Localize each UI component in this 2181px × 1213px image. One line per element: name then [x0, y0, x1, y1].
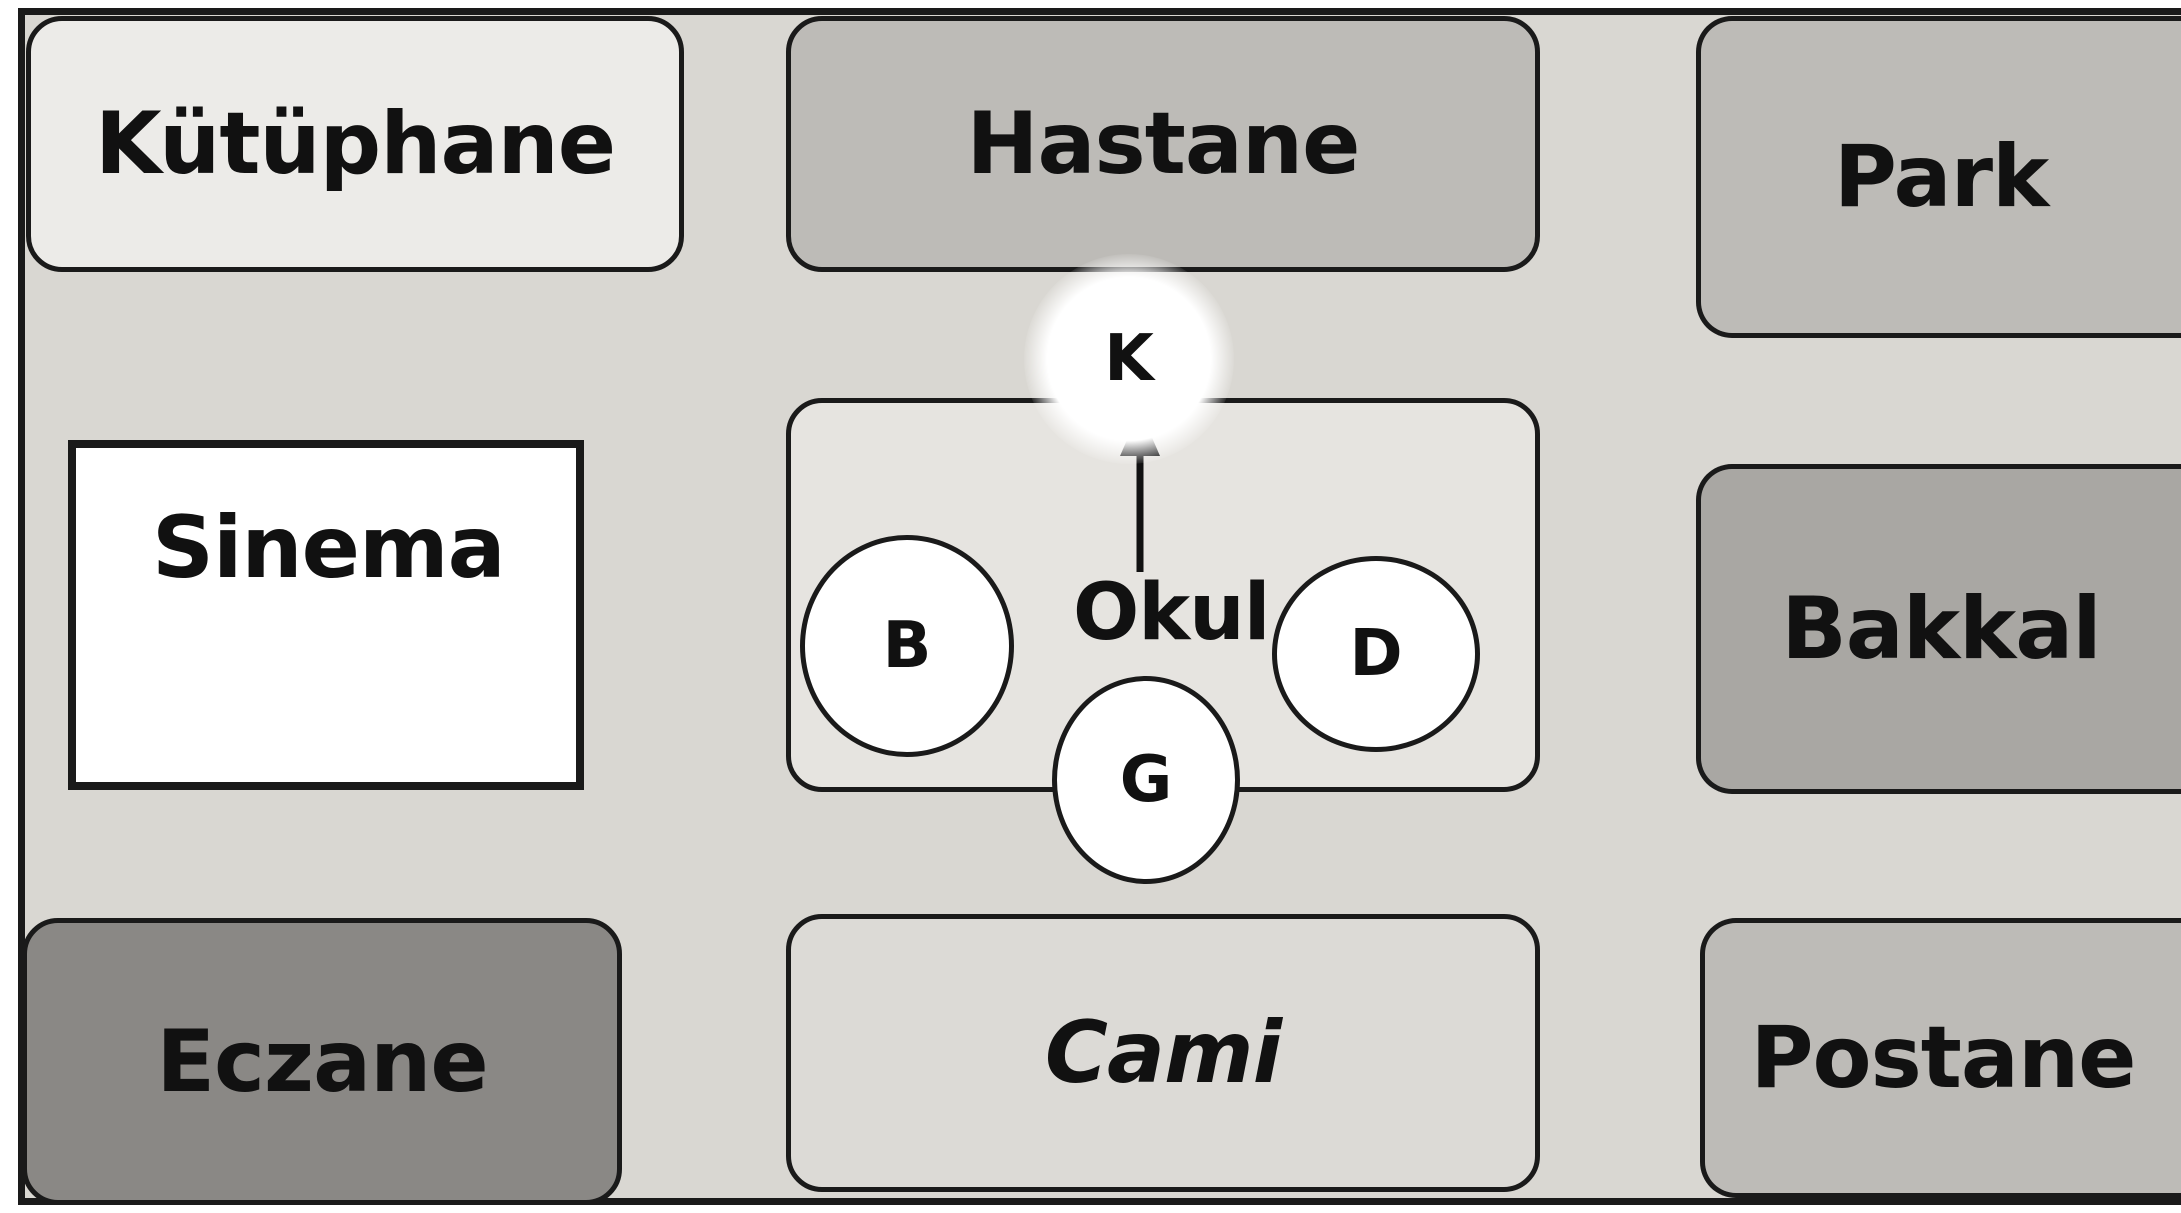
- postane-label: Postane: [1750, 1008, 2137, 1108]
- kutuphane-label: Kütüphane: [94, 94, 616, 194]
- bakkal-label: Bakkal: [1781, 579, 2101, 679]
- sinema-block: Sinema: [68, 440, 584, 790]
- park-block: Park: [1696, 16, 2181, 338]
- point-b-label: B: [882, 609, 932, 683]
- point-g-label: G: [1119, 743, 1173, 817]
- point-d-label: D: [1349, 617, 1403, 691]
- point-g: G: [1052, 676, 1240, 884]
- point-k-label: K: [1104, 322, 1154, 396]
- point-b: B: [800, 535, 1014, 757]
- hastane-label: Hastane: [966, 94, 1361, 194]
- point-k: K: [1024, 254, 1234, 464]
- eczane-label: Eczane: [156, 1011, 488, 1112]
- okul-label: Okul: [1073, 568, 1270, 658]
- sinema-label: Sinema: [152, 498, 506, 598]
- postane-block: Postane: [1700, 918, 2181, 1198]
- point-d: D: [1272, 556, 1480, 752]
- kutuphane-block: Kütüphane: [26, 16, 684, 272]
- bakkal-block: Bakkal: [1696, 464, 2181, 794]
- park-label: Park: [1833, 127, 2049, 227]
- cami-label: Cami: [1044, 1003, 1282, 1103]
- hastane-block: Hastane: [786, 16, 1540, 272]
- eczane-block: Eczane: [22, 918, 622, 1205]
- cami-block: Cami: [786, 914, 1540, 1192]
